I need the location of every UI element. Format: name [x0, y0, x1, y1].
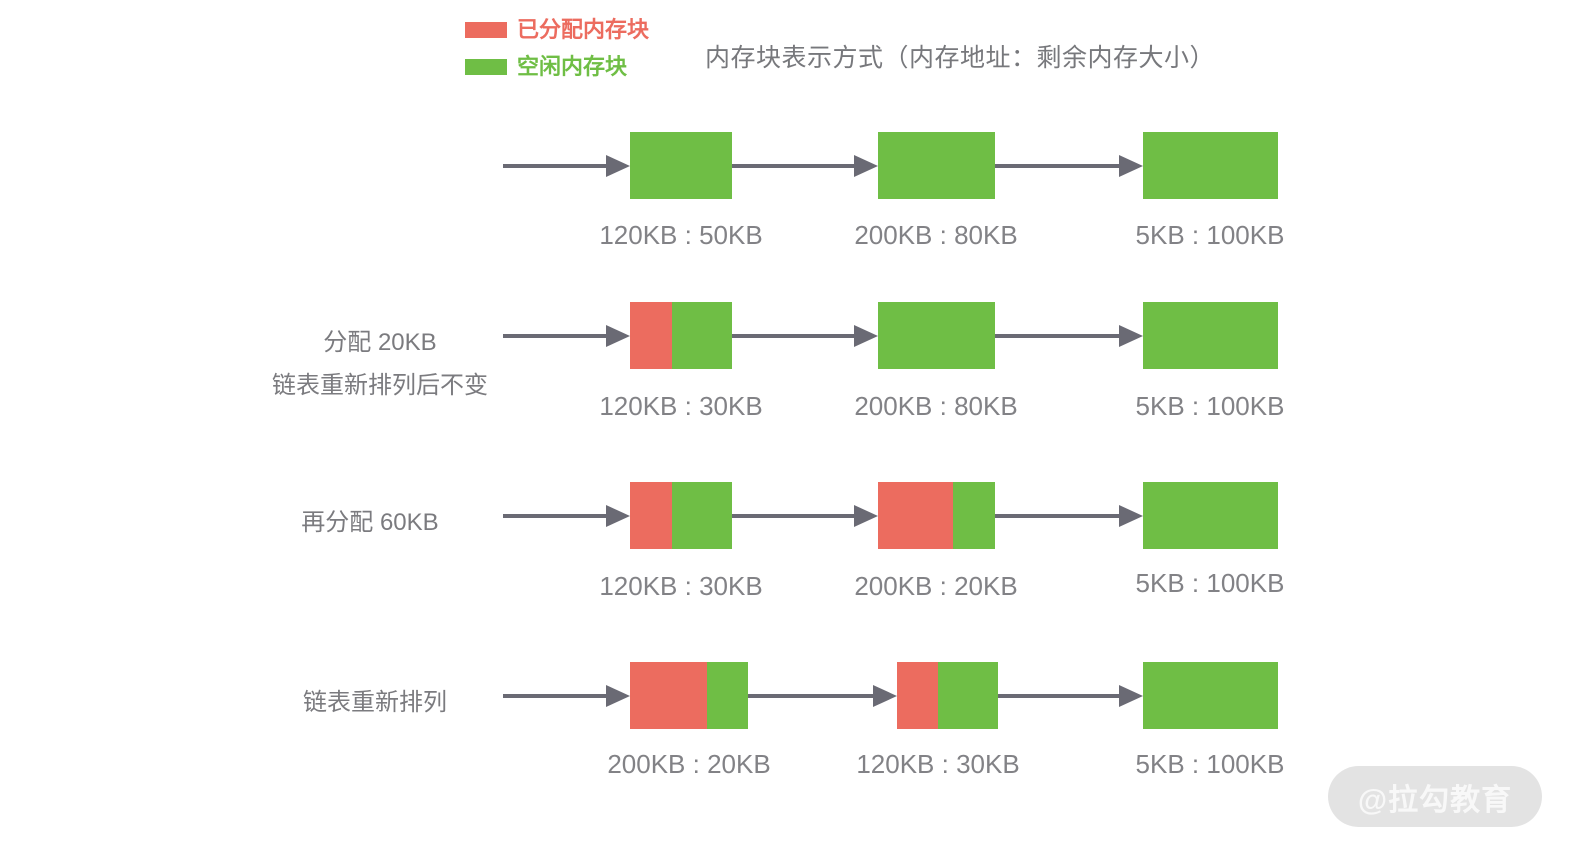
memory-block: [630, 662, 748, 729]
legend-swatch-free-icon: [465, 59, 507, 75]
allocated-segment: [897, 662, 939, 729]
block-address-size-label: 5KB : 100KB: [1135, 749, 1285, 779]
block-address-size-label: 200KB : 80KB: [854, 391, 1018, 421]
link-arrow-icon: [503, 685, 630, 707]
link-arrow-icon: [995, 505, 1143, 527]
link-arrow-icon: [503, 155, 630, 177]
legend-label-allocated: 已分配内存块: [517, 17, 650, 42]
row-label: 链表重新排列后不变: [272, 372, 488, 399]
row-label: 再分配 60KB: [301, 509, 439, 536]
memory-block: [630, 302, 732, 369]
watermark-badge: @拉勾教育: [1328, 766, 1542, 827]
allocated-segment: [630, 482, 672, 549]
memory-block: [897, 662, 998, 729]
page-title: 内存块表示方式（内存地址：剩余内存大小）: [704, 44, 1215, 72]
block-address-size-label: 5KB : 100KB: [1135, 391, 1285, 421]
memory-block: [1143, 302, 1278, 369]
memory-block: [1143, 662, 1278, 729]
memory-block: [630, 132, 732, 199]
block-address-size-label: 5KB : 100KB: [1135, 220, 1285, 250]
block-address-size-label: 200KB : 20KB: [607, 749, 771, 779]
block-address-size-label: 200KB : 80KB: [854, 220, 1018, 250]
allocated-segment: [630, 662, 707, 729]
memory-block: [1143, 132, 1278, 199]
allocated-segment: [878, 482, 953, 549]
link-arrow-icon: [503, 325, 630, 347]
link-arrow-icon: [995, 155, 1143, 177]
allocated-segment: [630, 302, 672, 369]
memory-block: [878, 482, 995, 549]
link-arrow-icon: [748, 685, 897, 707]
block-address-size-label: 120KB : 30KB: [599, 571, 763, 601]
memory-block: [630, 482, 732, 549]
legend-label-free: 空闲内存块: [517, 54, 628, 79]
link-arrow-icon: [732, 325, 878, 347]
link-arrow-icon: [732, 155, 878, 177]
memory-block: [878, 132, 995, 199]
block-address-size-label: 120KB : 50KB: [599, 220, 763, 250]
memory-block: [878, 302, 995, 369]
link-arrow-icon: [995, 325, 1143, 347]
link-arrow-icon: [503, 505, 630, 527]
row-label: 链表重新排列: [303, 689, 447, 716]
row-label: 分配 20KB: [323, 329, 437, 356]
block-address-size-label: 200KB : 20KB: [854, 571, 1018, 601]
legend-swatch-allocated-icon: [465, 22, 507, 38]
block-address-size-label: 120KB : 30KB: [856, 749, 1020, 779]
link-arrow-icon: [998, 685, 1143, 707]
link-arrow-icon: [732, 505, 878, 527]
block-address-size-label: 120KB : 30KB: [599, 391, 763, 421]
block-address-size-label: 5KB : 100KB: [1135, 568, 1285, 598]
watermark-text: @拉勾教育: [1357, 783, 1513, 817]
memory-block: [1143, 482, 1278, 549]
